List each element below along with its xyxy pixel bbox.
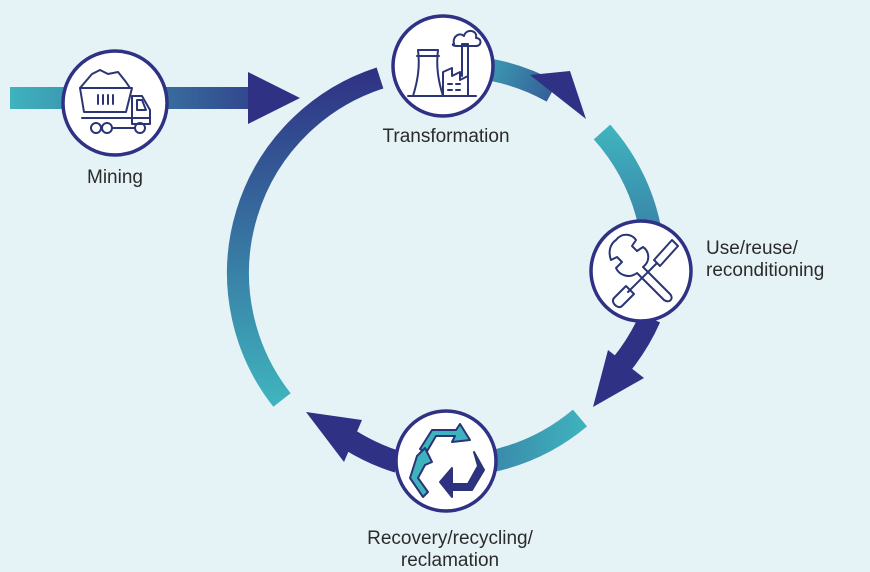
wrench-screwdriver-icon — [608, 233, 679, 308]
cycle-arrowhead-top — [530, 71, 586, 119]
cycle-arrowhead-right — [593, 350, 644, 407]
use-label-line2: reconditioning — [706, 260, 825, 281]
use-node — [589, 219, 693, 323]
mining-node — [61, 49, 169, 157]
recovery-label: Recovery/recycling/ reclamation — [367, 528, 533, 572]
cycle-arc-bottom-left — [344, 430, 402, 473]
cycle-arc-right-lower — [613, 313, 661, 371]
cycle-arc-bottom — [485, 409, 588, 473]
recovery-node — [394, 409, 498, 513]
recycle-icon — [409, 423, 485, 498]
recovery-label-line2: reclamation — [400, 550, 500, 571]
transformation-label: Transformation — [382, 126, 510, 147]
use-label: Use/reuse/ reconditioning — [706, 238, 824, 282]
recovery-label-line1: Recovery/recycling/ — [367, 528, 533, 549]
cycle-arc-right-upper — [593, 124, 661, 231]
cycle-arc-left — [227, 67, 384, 407]
use-label-line1: Use/reuse/ — [706, 238, 798, 259]
transformation-node — [391, 14, 495, 118]
dump-truck-icon — [79, 69, 151, 134]
factory-icon — [407, 30, 482, 97]
cycle-arrowhead-bottom — [306, 412, 362, 462]
mining-label: Mining — [87, 167, 143, 188]
